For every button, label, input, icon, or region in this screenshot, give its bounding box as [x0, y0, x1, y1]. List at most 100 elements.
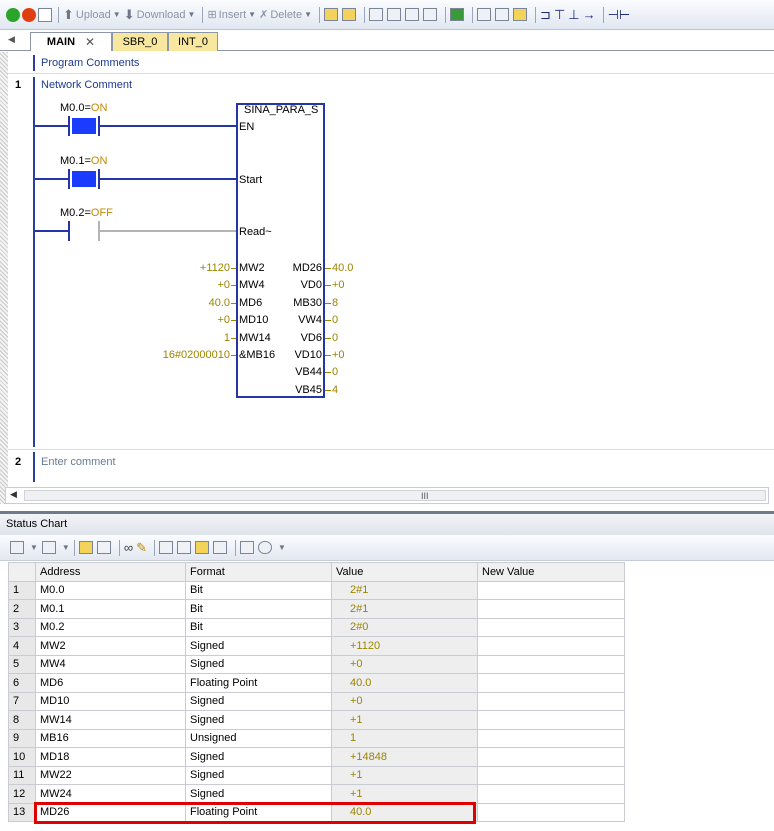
program-status-icon[interactable] [324, 8, 339, 21]
cell-new-value[interactable] [477, 765, 625, 785]
tab-main[interactable]: MAIN ✕ [30, 32, 112, 51]
tab-scroll-left-icon[interactable]: ◀ [8, 34, 15, 44]
cell-address[interactable]: MW14 [35, 710, 186, 730]
cell-address[interactable]: M0.0 [35, 580, 186, 600]
program-comments[interactable]: Program Comments [41, 57, 140, 69]
run-icon[interactable] [6, 7, 20, 22]
cell-new-value[interactable] [477, 636, 625, 656]
network-comment[interactable]: Enter comment [41, 456, 116, 468]
cell-address[interactable]: MW22 [35, 765, 186, 785]
lock-add-icon[interactable] [195, 541, 210, 554]
bookmark-icon[interactable] [369, 8, 384, 21]
cell-new-value[interactable] [477, 580, 625, 600]
pause-icon[interactable] [96, 541, 111, 554]
pause-status-icon[interactable] [342, 8, 357, 21]
cell-address[interactable]: MW4 [35, 654, 186, 674]
cell-new-value[interactable] [477, 728, 625, 748]
cell-format[interactable]: Signed [185, 691, 332, 711]
pencil-icon[interactable]: ✎ [136, 539, 148, 555]
folder-icon[interactable] [387, 8, 402, 21]
ladder-editor[interactable]: Program Comments 1 Network Comment M0.0=… [0, 52, 774, 504]
add-row-icon[interactable] [10, 541, 24, 554]
contact-m0-2[interactable] [98, 221, 100, 241]
branch-up-icon[interactable]: ⊥ [568, 6, 580, 22]
cell-address[interactable]: MD10 [35, 691, 186, 711]
cell-new-value[interactable] [477, 784, 625, 804]
open-icon[interactable] [405, 8, 420, 21]
cell-address[interactable]: M0.1 [35, 599, 186, 619]
close-icon[interactable]: ✕ [85, 35, 96, 49]
glasses-icon[interactable]: ∞ [123, 540, 134, 555]
delete-button[interactable]: ✗ Delete ▼ [259, 8, 312, 22]
cell-address[interactable]: MD18 [35, 747, 186, 767]
table-row[interactable]: 6 MD6 Floating Point 40.0 [8, 673, 625, 693]
upload-button[interactable]: ⬆ Upload ▼ [63, 7, 121, 23]
lock-add-icon[interactable] [513, 8, 528, 21]
column-header-format[interactable]: Format [185, 562, 332, 582]
table-row[interactable]: 13 MD26 Floating Point 40.0 [8, 802, 625, 822]
cell-new-value[interactable] [477, 691, 625, 711]
cell-new-value[interactable] [477, 617, 625, 637]
stop-icon[interactable] [22, 7, 36, 22]
cell-new-value[interactable] [477, 599, 625, 619]
branch-join-icon[interactable]: ⊤ [553, 6, 566, 22]
table-row[interactable]: 5 MW4 Signed +0 [8, 654, 625, 674]
column-header-new-value[interactable]: New Value [477, 562, 625, 582]
download-button[interactable]: ⬇ Download ▼ [124, 7, 196, 23]
chart-status-icon[interactable] [78, 541, 93, 554]
cell-address[interactable]: MD6 [35, 673, 186, 693]
cell-format[interactable]: Signed [185, 710, 332, 730]
chevron-down-icon[interactable]: ▼ [278, 543, 286, 552]
cell-format[interactable]: Signed [185, 654, 332, 674]
chevron-down-icon[interactable]: ▼ [30, 543, 38, 552]
table-row[interactable]: 8 MW14 Signed +1 [8, 710, 625, 730]
function-block[interactable] [236, 103, 325, 398]
cell-new-value[interactable] [477, 802, 625, 822]
cell-address[interactable]: M0.2 [35, 617, 186, 637]
lock-open-icon[interactable] [495, 8, 510, 21]
trend-icon[interactable] [240, 541, 255, 554]
branch-down-icon[interactable]: ⊐ [540, 6, 551, 22]
cell-address[interactable]: MB16 [35, 728, 186, 748]
cell-format[interactable]: Signed [185, 784, 332, 804]
table-row[interactable]: 4 MW2 Signed +1120 [8, 636, 625, 656]
compile-icon[interactable] [38, 7, 52, 22]
cell-format[interactable]: Signed [185, 747, 332, 767]
clear-icon[interactable] [423, 8, 438, 21]
table-row[interactable]: 3 M0.2 Bit 2#0 [8, 617, 625, 637]
cell-new-value[interactable] [477, 654, 625, 674]
lock-open-icon[interactable] [177, 541, 192, 554]
lock-icon[interactable] [477, 8, 492, 21]
scroll-left-icon[interactable]: ◀ [10, 489, 17, 499]
table-row[interactable]: 12 MW24 Signed +1 [8, 784, 625, 804]
cell-new-value[interactable] [477, 710, 625, 730]
cell-format[interactable]: Unsigned [185, 728, 332, 748]
cell-format[interactable]: Floating Point [185, 673, 332, 693]
table-row[interactable]: 2 M0.1 Bit 2#1 [8, 599, 625, 619]
scroll-thumb[interactable]: III [24, 490, 766, 501]
contact-icon[interactable]: ⊣⊢ [607, 6, 631, 22]
cell-new-value[interactable] [477, 747, 625, 767]
cell-format[interactable]: Signed [185, 636, 332, 656]
cell-format[interactable]: Bit [185, 599, 332, 619]
table-row[interactable]: 7 MD10 Signed +0 [8, 691, 625, 711]
line-right-icon[interactable]: → [582, 7, 596, 22]
cell-format[interactable]: Bit [185, 580, 332, 600]
table-row[interactable]: 11 MW22 Signed +1 [8, 765, 625, 785]
column-header-address[interactable]: Address [35, 562, 186, 582]
table-row[interactable]: 1 M0.0 Bit 2#1 [8, 580, 625, 600]
lock-icon[interactable] [159, 541, 174, 554]
cell-new-value[interactable] [477, 673, 625, 693]
tab-int-0[interactable]: INT_0 [168, 32, 218, 51]
table-icon[interactable] [41, 541, 56, 554]
network-comment[interactable]: Network Comment [41, 79, 133, 91]
contact-m0-0[interactable] [72, 118, 96, 134]
cell-address[interactable]: MW24 [35, 784, 186, 804]
cell-format[interactable]: Bit [185, 617, 332, 637]
export-icon[interactable] [450, 8, 465, 21]
cell-address[interactable]: MW2 [35, 636, 186, 656]
cell-format[interactable]: Signed [185, 765, 332, 785]
table-row[interactable]: 9 MB16 Unsigned 1 [8, 728, 625, 748]
column-header-value[interactable]: Value [331, 562, 478, 582]
tab-sbr-0[interactable]: SBR_0 [112, 32, 168, 51]
